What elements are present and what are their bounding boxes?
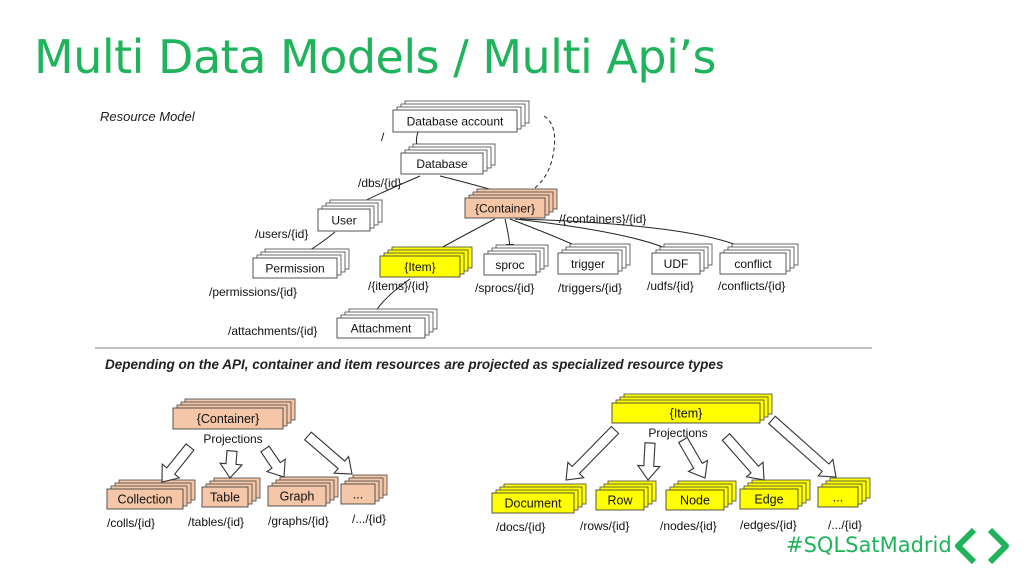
sproc-node: sproc: [483, 244, 549, 276]
udfs-path: /udfs/{id}: [647, 279, 694, 293]
items-path: /{items}/{id}: [368, 279, 429, 293]
sproc-node-label: sproc: [495, 258, 524, 272]
container-projection-path-ellipsis: /.../{id}: [352, 512, 386, 526]
projection-caption: Depending on the API, container and item…: [105, 357, 724, 372]
container-node: {Container}: [464, 188, 558, 219]
item-projection-ellipsis: ...: [817, 477, 871, 508]
item-projection-arrow-4: [721, 432, 765, 481]
udf-node: UDF: [651, 243, 713, 275]
container-projection-table: Table: [201, 477, 261, 508]
trigger-node: trigger: [557, 243, 631, 275]
root-path: /: [381, 130, 385, 144]
sprocs-path: /sprocs/{id}: [475, 281, 534, 295]
container-projection-collection-label: Collection: [118, 493, 173, 507]
sqlsat-logo-icon: [955, 527, 1009, 565]
item-projection-path-node: /nodes/{id}: [660, 519, 717, 533]
container-projection-collection: Collection: [106, 479, 196, 510]
container-projection-path-collection: /colls/{id}: [107, 516, 155, 530]
container-projection-path-table: /tables/{id}: [188, 515, 244, 529]
resource-model-label: Resource Model: [100, 109, 195, 124]
triggers-path: /triggers/{id}: [558, 281, 622, 295]
projection-container-source-label: {Container}: [197, 412, 260, 426]
item-node-label: {Item}: [404, 260, 435, 274]
conflicts-path: /conflicts/{id}: [718, 279, 785, 293]
containers-path: /{containers}/{id}: [559, 212, 646, 226]
item-projection-row: Row: [595, 480, 657, 511]
conflict-node-label: conflict: [734, 257, 772, 271]
projection-item-source: {Item}: [611, 393, 773, 424]
attachment-node: Attachment: [336, 308, 438, 339]
edge-account-container: [521, 115, 556, 198]
item-projection-edge: Edge: [739, 479, 811, 510]
container-projection-ellipsis: ...: [340, 474, 388, 505]
item-projection-path-document: /docs/{id}: [496, 520, 545, 534]
container-node-label: {Container}: [475, 201, 535, 215]
item-projection-ellipsis-label: ...: [833, 491, 843, 505]
item-projection-path-edge: /edges/{id}: [740, 518, 797, 532]
item-projection-document-label: Document: [505, 497, 562, 511]
item-projection-path-ellipsis: /.../{id}: [828, 518, 862, 532]
item-node: {Item}: [379, 246, 473, 278]
database-node-label: Database: [416, 157, 468, 171]
edge-container-udf: [514, 218, 671, 251]
attachment-node-label: Attachment: [351, 321, 412, 335]
database-path: /dbs/{id}: [358, 176, 401, 190]
attachments-path: /attachments/{id}: [228, 324, 317, 338]
database-account-node-label: Database account: [407, 114, 504, 128]
container-projection-table-label: Table: [210, 491, 240, 505]
item-projection-node-label: Node: [680, 494, 710, 508]
users-path: /users/{id}: [255, 227, 308, 241]
item-projection-edge-label: Edge: [754, 493, 783, 507]
event-hashtag: #SQLSatMadrid: [786, 533, 952, 557]
item-projection-arrow-1: [565, 425, 620, 481]
item-projection-arrow-3: [677, 436, 709, 479]
container-projection-path-graph: /graphs/{id}: [268, 514, 329, 528]
permission-node: Permission: [252, 248, 350, 279]
item-projection-document: Document: [491, 483, 587, 514]
projection-container-source: {Container}: [172, 398, 296, 430]
user-node-label: User: [331, 213, 356, 227]
container-projection-ellipsis-label: ...: [353, 488, 363, 502]
item-projection-row-label: Row: [607, 494, 633, 508]
item-projections-label: Projections: [648, 426, 707, 440]
container-projection-arrow-3: [260, 445, 286, 478]
slide-title: Multi Data Models / Multi Api’s: [34, 30, 716, 84]
database-node: Database: [400, 143, 496, 175]
container-projections-label: Projections: [203, 432, 262, 446]
permission-node-label: Permission: [265, 261, 324, 275]
item-projection-arrow-2: [636, 442, 661, 481]
item-projection-arrow-5: [767, 415, 837, 478]
container-projection-graph: Graph: [267, 476, 339, 507]
container-projection-graph-label: Graph: [280, 490, 315, 504]
udf-node-label: UDF: [664, 257, 689, 271]
projection-item-source-label: {Item}: [670, 407, 703, 421]
container-projection-arrow-4: [303, 431, 353, 475]
container-projection-arrow-2: [219, 450, 244, 479]
item-projection-node: Node: [665, 480, 737, 511]
database-account-node: Database account: [392, 100, 530, 133]
trigger-node-label: trigger: [571, 257, 605, 271]
permissions-path: /permissions/{id}: [209, 285, 297, 299]
conflict-node: conflict: [719, 243, 799, 275]
user-node: User: [317, 199, 383, 232]
container-projection-arrow-1: [161, 443, 195, 483]
item-projection-path-row: /rows/{id}: [580, 519, 629, 533]
